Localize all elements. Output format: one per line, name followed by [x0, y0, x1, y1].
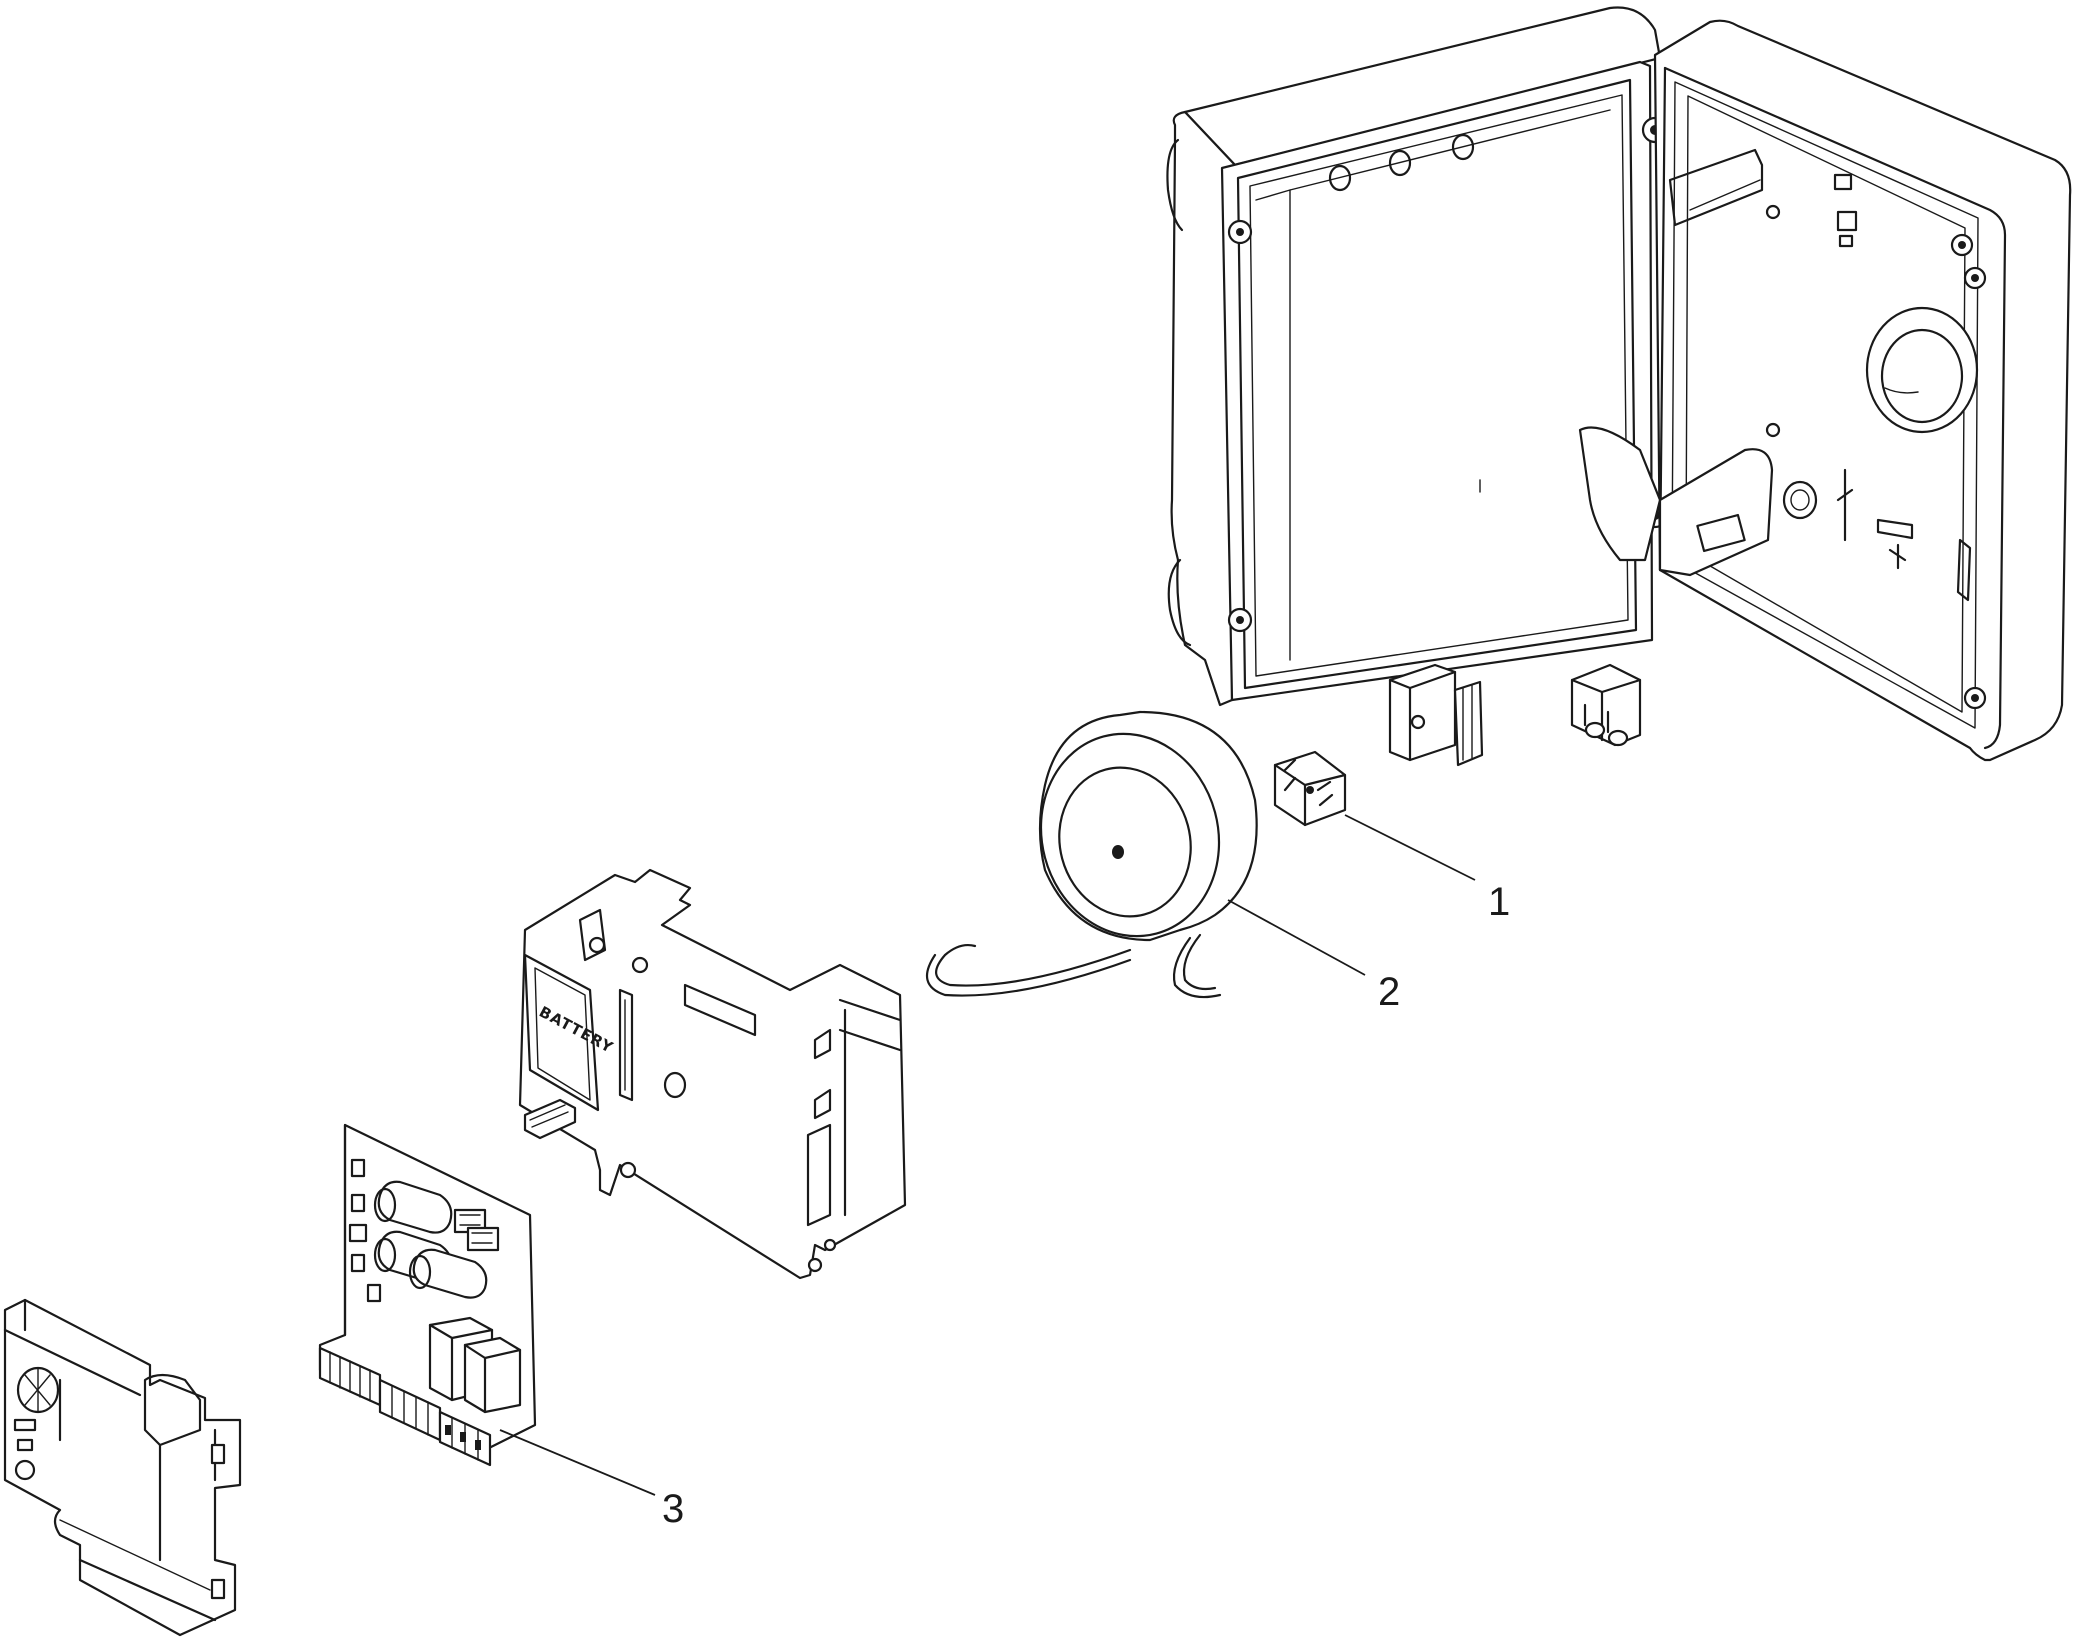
heatsink-component: [1388, 663, 1484, 767]
part-3-control-board: [318, 1123, 537, 1467]
terminal-block: [1570, 663, 1642, 747]
mounting-lug-bl: [1227, 607, 1253, 633]
part-1-rectifier: [1273, 750, 1347, 827]
callout-2-label: 2: [1378, 970, 1400, 1014]
callout-2: 2: [1227, 899, 1400, 1014]
part-2-transformer: [925, 710, 1258, 999]
mounting-lug-tl: [1227, 219, 1253, 245]
callout-1-label: 1: [1488, 880, 1510, 924]
battery-tray: BATTERY: [518, 868, 907, 1280]
enclosure-box: [1166, 6, 2072, 762]
callout-3: 3: [499, 1429, 684, 1531]
callout-3-label: 3: [662, 1487, 684, 1531]
control-module: [3, 1298, 242, 1637]
callout-1: 1: [1344, 814, 1510, 924]
